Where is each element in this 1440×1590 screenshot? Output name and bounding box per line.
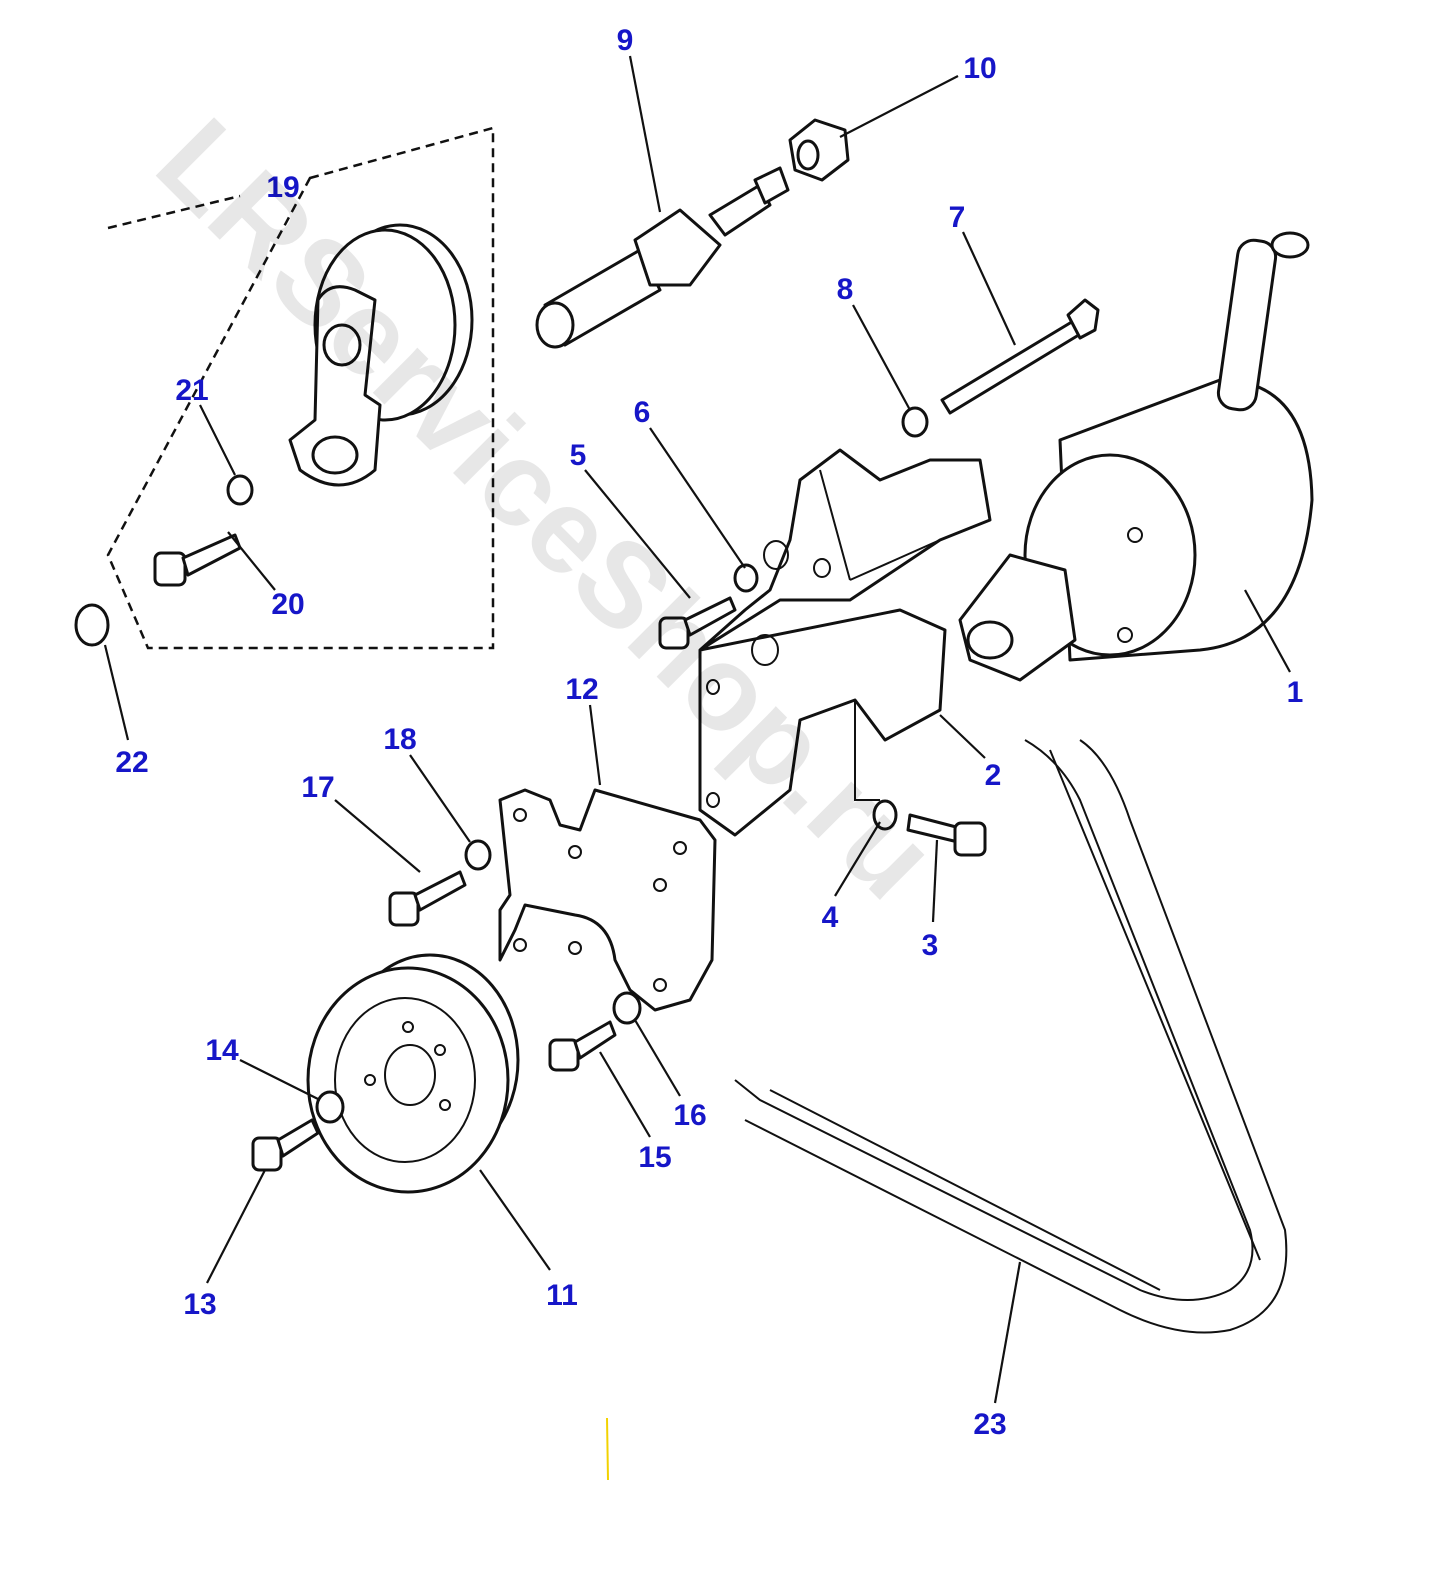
leader-lines xyxy=(103,55,1291,1404)
assembly-19-boundary xyxy=(106,126,495,650)
callout-19[interactable]: 19 xyxy=(266,171,299,204)
nut-part-8[interactable] xyxy=(901,406,929,438)
callout-11[interactable]: 11 xyxy=(546,1279,578,1312)
callout-1[interactable]: 1 xyxy=(1287,676,1304,709)
bolt-part-17[interactable] xyxy=(388,870,467,927)
callout-20[interactable]: 20 xyxy=(271,588,304,621)
shaft-part-9[interactable] xyxy=(535,166,790,349)
washer-part-14[interactable] xyxy=(315,1090,345,1124)
callout-10[interactable]: 10 xyxy=(963,52,996,85)
bolt-part-15[interactable] xyxy=(548,1020,617,1072)
callout-14[interactable]: 14 xyxy=(205,1034,239,1067)
tensioner-pulley-part-19[interactable] xyxy=(288,223,474,487)
callout-17[interactable]: 17 xyxy=(301,771,334,804)
yellow-mark xyxy=(606,1417,609,1481)
callout-23[interactable]: 23 xyxy=(973,1408,1006,1441)
bolt-part-3[interactable] xyxy=(906,813,987,857)
bolt-part-5[interactable] xyxy=(658,596,737,650)
washer-part-21[interactable] xyxy=(226,474,254,506)
power-steering-pump-part-1[interactable] xyxy=(958,231,1314,682)
callout-8[interactable]: 8 xyxy=(837,273,854,306)
callout-16[interactable]: 16 xyxy=(673,1099,706,1132)
washer-part-6[interactable] xyxy=(733,563,759,593)
bolt-part-7[interactable] xyxy=(940,298,1100,415)
callout-12[interactable]: 12 xyxy=(565,673,598,706)
callout-9[interactable]: 9 xyxy=(617,24,634,57)
callout-18[interactable]: 18 xyxy=(383,723,416,756)
callout-21[interactable]: 21 xyxy=(175,374,208,407)
callout-7[interactable]: 7 xyxy=(949,201,966,234)
callout-5[interactable]: 5 xyxy=(570,439,587,472)
pump-bracket-part-2[interactable] xyxy=(698,448,992,837)
washer-part-22[interactable] xyxy=(74,603,110,647)
callout-3[interactable]: 3 xyxy=(922,929,939,962)
bolt-part-13[interactable] xyxy=(251,1118,320,1172)
washer-part-16[interactable] xyxy=(612,991,642,1025)
pulley-part-11[interactable] xyxy=(306,953,520,1194)
callout-4[interactable]: 4 xyxy=(822,901,839,934)
callout-13[interactable]: 13 xyxy=(183,1288,216,1321)
bolt-part-20[interactable] xyxy=(153,533,242,587)
washer-part-18[interactable] xyxy=(464,839,492,871)
nut-part-10[interactable] xyxy=(788,118,850,182)
mounting-plate-part-12[interactable] xyxy=(498,788,717,1012)
drive-belt-part-23[interactable] xyxy=(734,739,1288,1334)
callout-15[interactable]: 15 xyxy=(638,1141,671,1174)
callout-6[interactable]: 6 xyxy=(634,396,651,429)
callout-2[interactable]: 2 xyxy=(985,759,1002,792)
callout-22[interactable]: 22 xyxy=(115,746,148,779)
